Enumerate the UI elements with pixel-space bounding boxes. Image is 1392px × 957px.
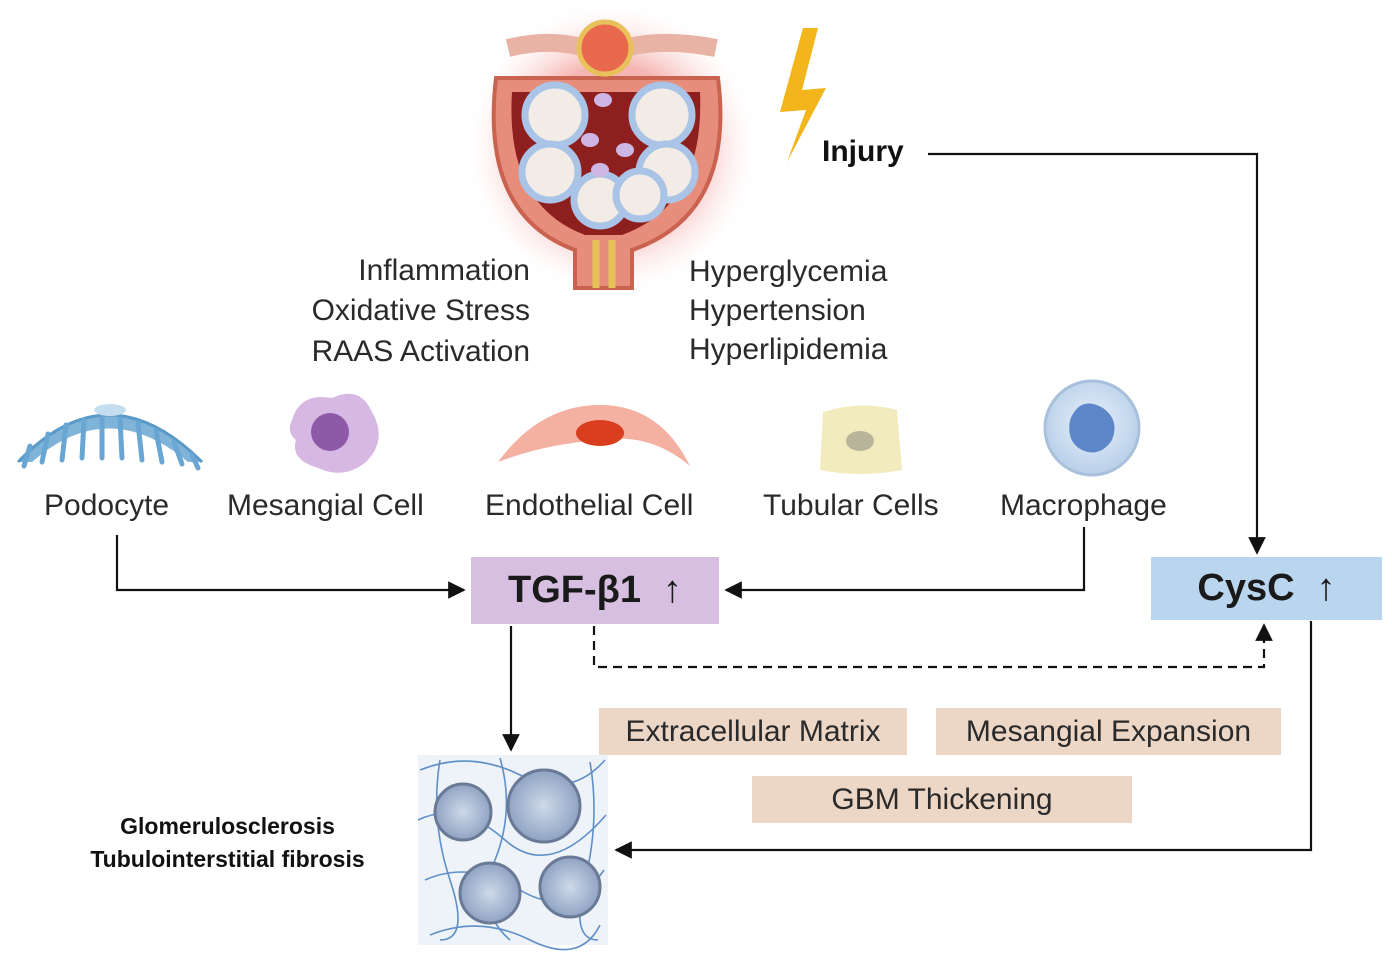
- cell-label-tubular: Tubular Cells: [763, 489, 939, 522]
- cell-label-mesangial: Mesangial Cell: [227, 489, 424, 522]
- effect-mesangial-expansion: Mesangial Expansion: [936, 708, 1281, 755]
- tgf-to-cysc-dashed-arrow: [592, 623, 1273, 669]
- factor-oxidative-stress: Oxidative Stress: [311, 294, 530, 327]
- outcome-glomerulosclerosis: Glomerulosclerosis: [120, 813, 335, 839]
- tgf-beta1-label: TGF-β1: [508, 569, 641, 611]
- cell-label-endothelial: Endothelial Cell: [485, 489, 694, 522]
- cysc-box: CysC ↑: [1151, 557, 1382, 620]
- podocyte-to-tgf-arrow: [115, 535, 466, 599]
- macrophage-to-tgf-arrow: [724, 527, 1086, 599]
- cell-label-macrophage: Macrophage: [1000, 489, 1167, 522]
- cysc-label: CysC: [1197, 567, 1295, 609]
- outcome-tubulointerstitial-fibrosis: Tubulointerstitial fibrosis: [90, 846, 365, 873]
- factor-inflammation: Inflammation: [358, 254, 530, 287]
- effect-gbm-thickening: GBM Thickening: [752, 776, 1132, 823]
- effect-extracellular-matrix: Extracellular Matrix: [599, 708, 907, 755]
- factor-hypertension: Hypertension: [689, 294, 866, 327]
- tgf-beta1-box: TGF-β1 ↑: [471, 557, 719, 624]
- lightning-icon: [780, 28, 826, 162]
- macrophage-icon: [1043, 379, 1141, 477]
- mesangial-cell-icon: [289, 393, 379, 473]
- tgf-up-arrow-icon: ↑: [662, 569, 682, 611]
- fibrosis-tissue-icon: [417, 755, 608, 951]
- podocyte-icon: [16, 404, 204, 471]
- glomerulus-icon: [462, 0, 762, 298]
- cysc-to-fibrosis-arrow: [614, 621, 1313, 859]
- cysc-up-arrow-icon: ↑: [1316, 567, 1336, 609]
- endothelial-cell-icon: [498, 405, 690, 466]
- tubular-cell-icon: [820, 405, 902, 474]
- injury-label: Injury: [822, 135, 904, 168]
- factor-hyperlipidemia: Hyperlipidemia: [689, 333, 888, 366]
- injury-to-cysc-arrow: [928, 152, 1266, 555]
- factor-hyperglycemia: Hyperglycemia: [689, 255, 888, 288]
- cell-label-podocyte: Podocyte: [44, 489, 170, 522]
- outcome-label: Glomerulosclerosis Tubulointerstitial fi…: [60, 810, 395, 877]
- factor-raas-activation: RAAS Activation: [311, 335, 530, 368]
